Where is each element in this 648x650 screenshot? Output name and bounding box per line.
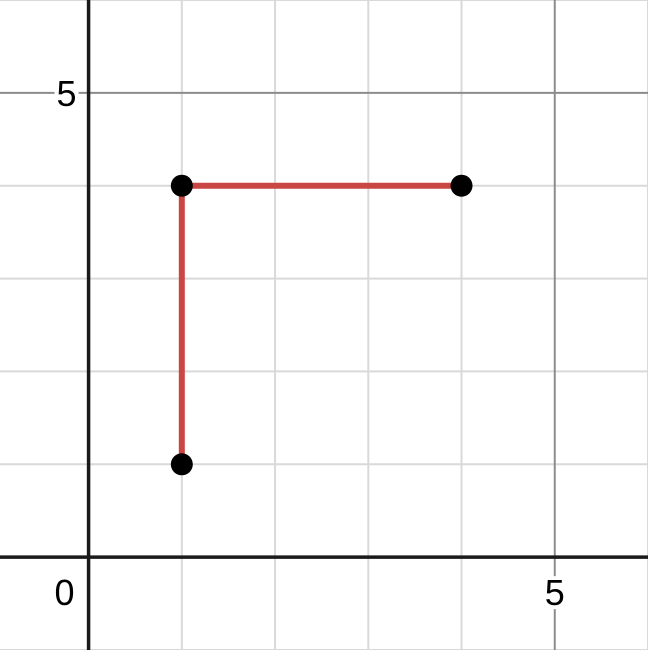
- data-point: [450, 174, 473, 197]
- origin-label: 0: [55, 572, 75, 613]
- series-line: [178, 182, 462, 465]
- y-tick-label-bg: [54, 76, 79, 110]
- data-point: [170, 453, 193, 476]
- origin-label-bg: [52, 576, 77, 610]
- x-tick-label: 5: [545, 572, 565, 613]
- x-tick-label-bg: [542, 576, 567, 610]
- y-tick-label: 5: [57, 73, 77, 114]
- data-point: [170, 174, 193, 197]
- tick-labels: 5 5 0: [52, 73, 567, 613]
- data-series: [170, 174, 473, 476]
